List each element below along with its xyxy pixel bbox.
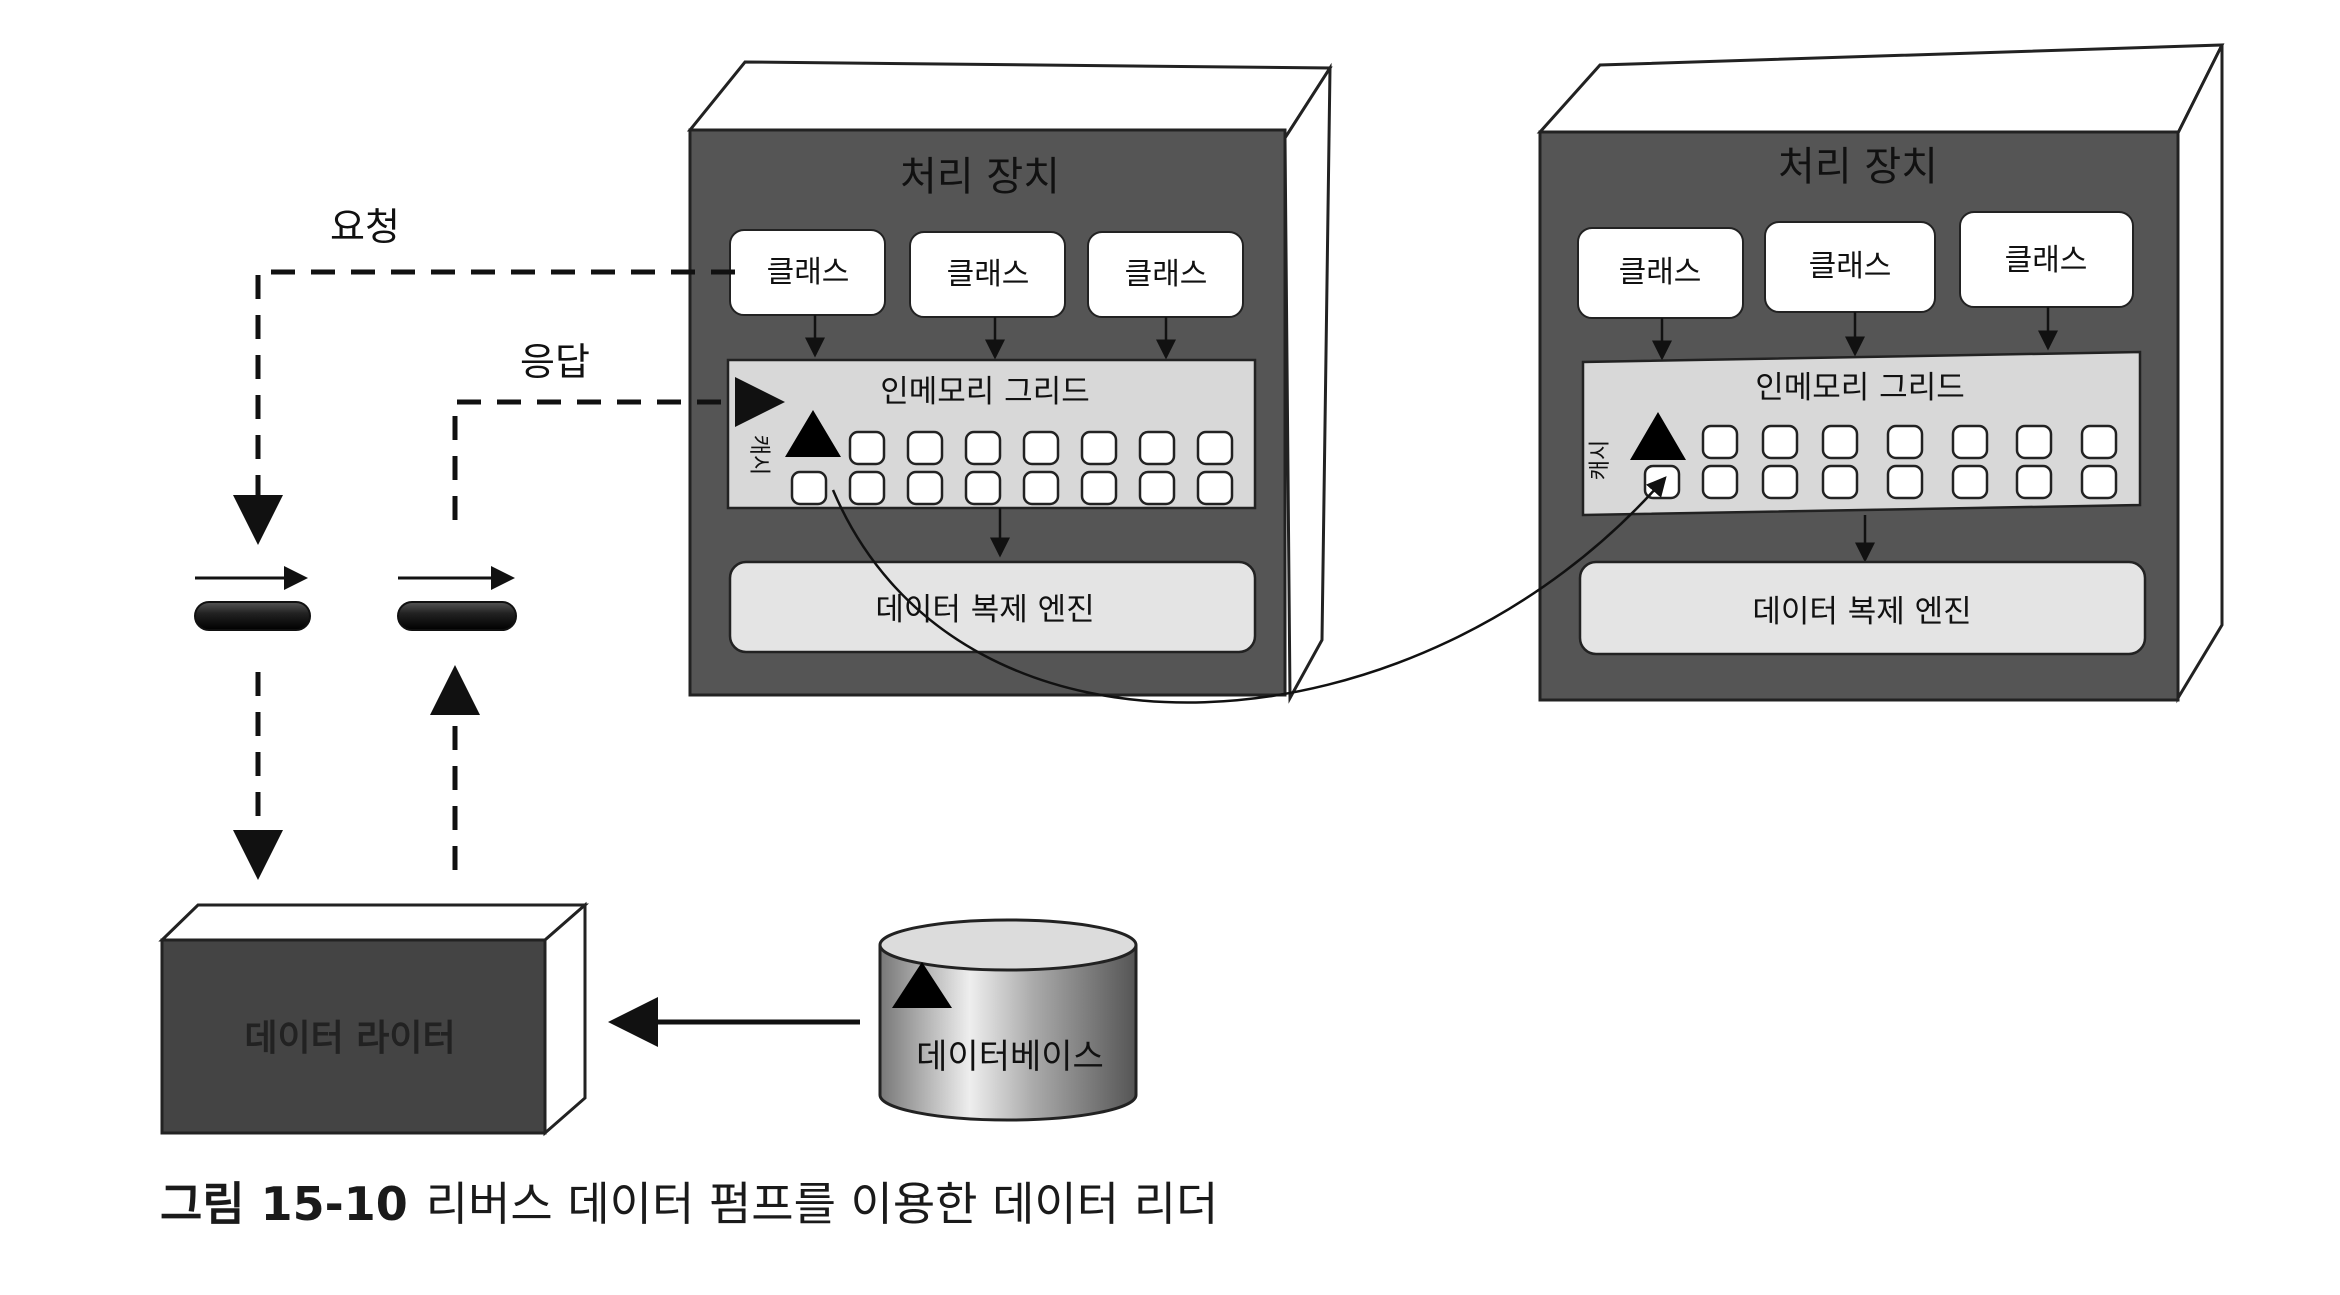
grid-cell [848, 430, 886, 466]
processing-unit-1: 처리 장치 클래스 클래스 클래스 인메모리 그리드 캐시 데이터 복제 엔진 [686, 60, 1333, 704]
grid-cell [2015, 464, 2053, 500]
request-arrow [233, 269, 735, 545]
data-reader-box: 데이터 라이터 [158, 901, 589, 1137]
unit-1-cache-triangle [785, 410, 841, 457]
unit-2-class-box-3: 클래스 [1959, 211, 2134, 308]
processing-unit-2: 처리 장치 클래스 클래스 클래스 인메모리 그리드 캐시 데이터 복제 엔진 [1536, 43, 2225, 704]
unit-2-class-label-1: 클래스 [1619, 255, 1702, 290]
grid-cell [2015, 424, 2053, 460]
figure-caption-text: 리버스 데이터 펌프를 이용한 데이터 리더 [425, 1177, 1219, 1231]
unit-1-grid-cells [790, 430, 1234, 506]
grid-cell [1821, 424, 1859, 460]
unit-2-class-label-3: 클래스 [2005, 243, 2088, 278]
unit-2-top-face [1536, 43, 2225, 135]
unit-2-cache-label: 캐시 [1588, 440, 1613, 480]
response-queue-pipe [397, 566, 517, 631]
database-cache-triangle [892, 962, 952, 1008]
grid-cell [1080, 470, 1118, 506]
unit-1-class-label-1: 클래스 [767, 255, 850, 290]
grid-cell [1951, 424, 1989, 460]
grid-cell [1138, 470, 1176, 506]
unit-2-engine-label: 데이터 복제 엔진 [1752, 594, 1971, 630]
unit-2-grid-cells [1643, 424, 2118, 500]
unit-1-replication-engine: 데이터 복제 엔진 [728, 560, 1257, 654]
grid-cell [1886, 464, 1924, 500]
grid-cell [1022, 470, 1060, 506]
grid-cell [906, 470, 944, 506]
grid-cell [1196, 470, 1234, 506]
grid-cell [1196, 430, 1234, 466]
unit-1-title: 처리 장치 [900, 154, 1060, 200]
response-arrow [452, 377, 785, 520]
unit-1-class-box-1: 클래스 [729, 229, 886, 316]
unit-1-cache-label: 캐시 [746, 435, 771, 475]
unit-1-grid-label: 인메모리 그리드 [880, 374, 1090, 410]
grid-cell [848, 470, 886, 506]
unit-1-class-label-3: 클래스 [1125, 257, 1208, 292]
grid-cell [1080, 430, 1118, 466]
database-label: 데이터베이스 [916, 1037, 1104, 1077]
grid-cell [1701, 464, 1739, 500]
grid-cell [1951, 464, 1989, 500]
response-label: 응답 [520, 340, 590, 384]
figure-caption: 그림 15-10 리버스 데이터 펌프를 이용한 데이터 리더 [160, 1168, 1218, 1234]
unit-2-replication-engine: 데이터 복제 엔진 [1578, 560, 2147, 656]
unit-1-top-face [686, 60, 1333, 140]
unit-2-class-box-1: 클래스 [1577, 227, 1744, 319]
grid-cell [906, 430, 944, 466]
unit-1-class-label-2: 클래스 [947, 257, 1030, 292]
unit-2-class-box-2: 클래스 [1764, 221, 1936, 313]
unit-1-in-memory-grid: 인메모리 그리드 캐시 [726, 358, 1257, 510]
unit-2-grid-label: 인메모리 그리드 [1755, 370, 1965, 406]
grid-cell [1701, 424, 1739, 460]
unit-1-class-box-3: 클래스 [1087, 231, 1244, 318]
unit-1-side-face [1283, 62, 1332, 704]
replication-curve [831, 476, 1667, 704]
unit-2-title: 처리 장치 [1778, 144, 1938, 190]
grid-cell [2080, 424, 2118, 460]
database-cylinder: 데이터베이스 [878, 918, 1138, 1122]
grid-cell [1022, 430, 1060, 466]
request-label: 요청 [330, 205, 400, 249]
unit-1-class-box-2: 클래스 [909, 231, 1066, 318]
grid-cell [1886, 424, 1924, 460]
unit-2-cache-triangle [1630, 412, 1686, 460]
data-reader-label: 데이터 라이터 [244, 1018, 455, 1059]
unit-2-side-face [2176, 44, 2224, 704]
grid-cell [964, 430, 1002, 466]
unit-2-in-memory-grid: 인메모리 그리드 캐시 [1581, 350, 2142, 517]
unit-2-class-label-2: 클래스 [1809, 249, 1892, 284]
grid-cell [1821, 464, 1859, 500]
grid-cell [1761, 464, 1799, 500]
unit-1-engine-label: 데이터 복제 엔진 [875, 592, 1094, 628]
grid-cell [790, 470, 828, 506]
grid-cell [2080, 464, 2118, 500]
request-queue-pipe [194, 566, 311, 631]
grid-cell [1761, 424, 1799, 460]
grid-cell [964, 470, 1002, 506]
grid-cell [1138, 430, 1176, 466]
figure-number: 그림 15-10 [160, 1177, 408, 1231]
